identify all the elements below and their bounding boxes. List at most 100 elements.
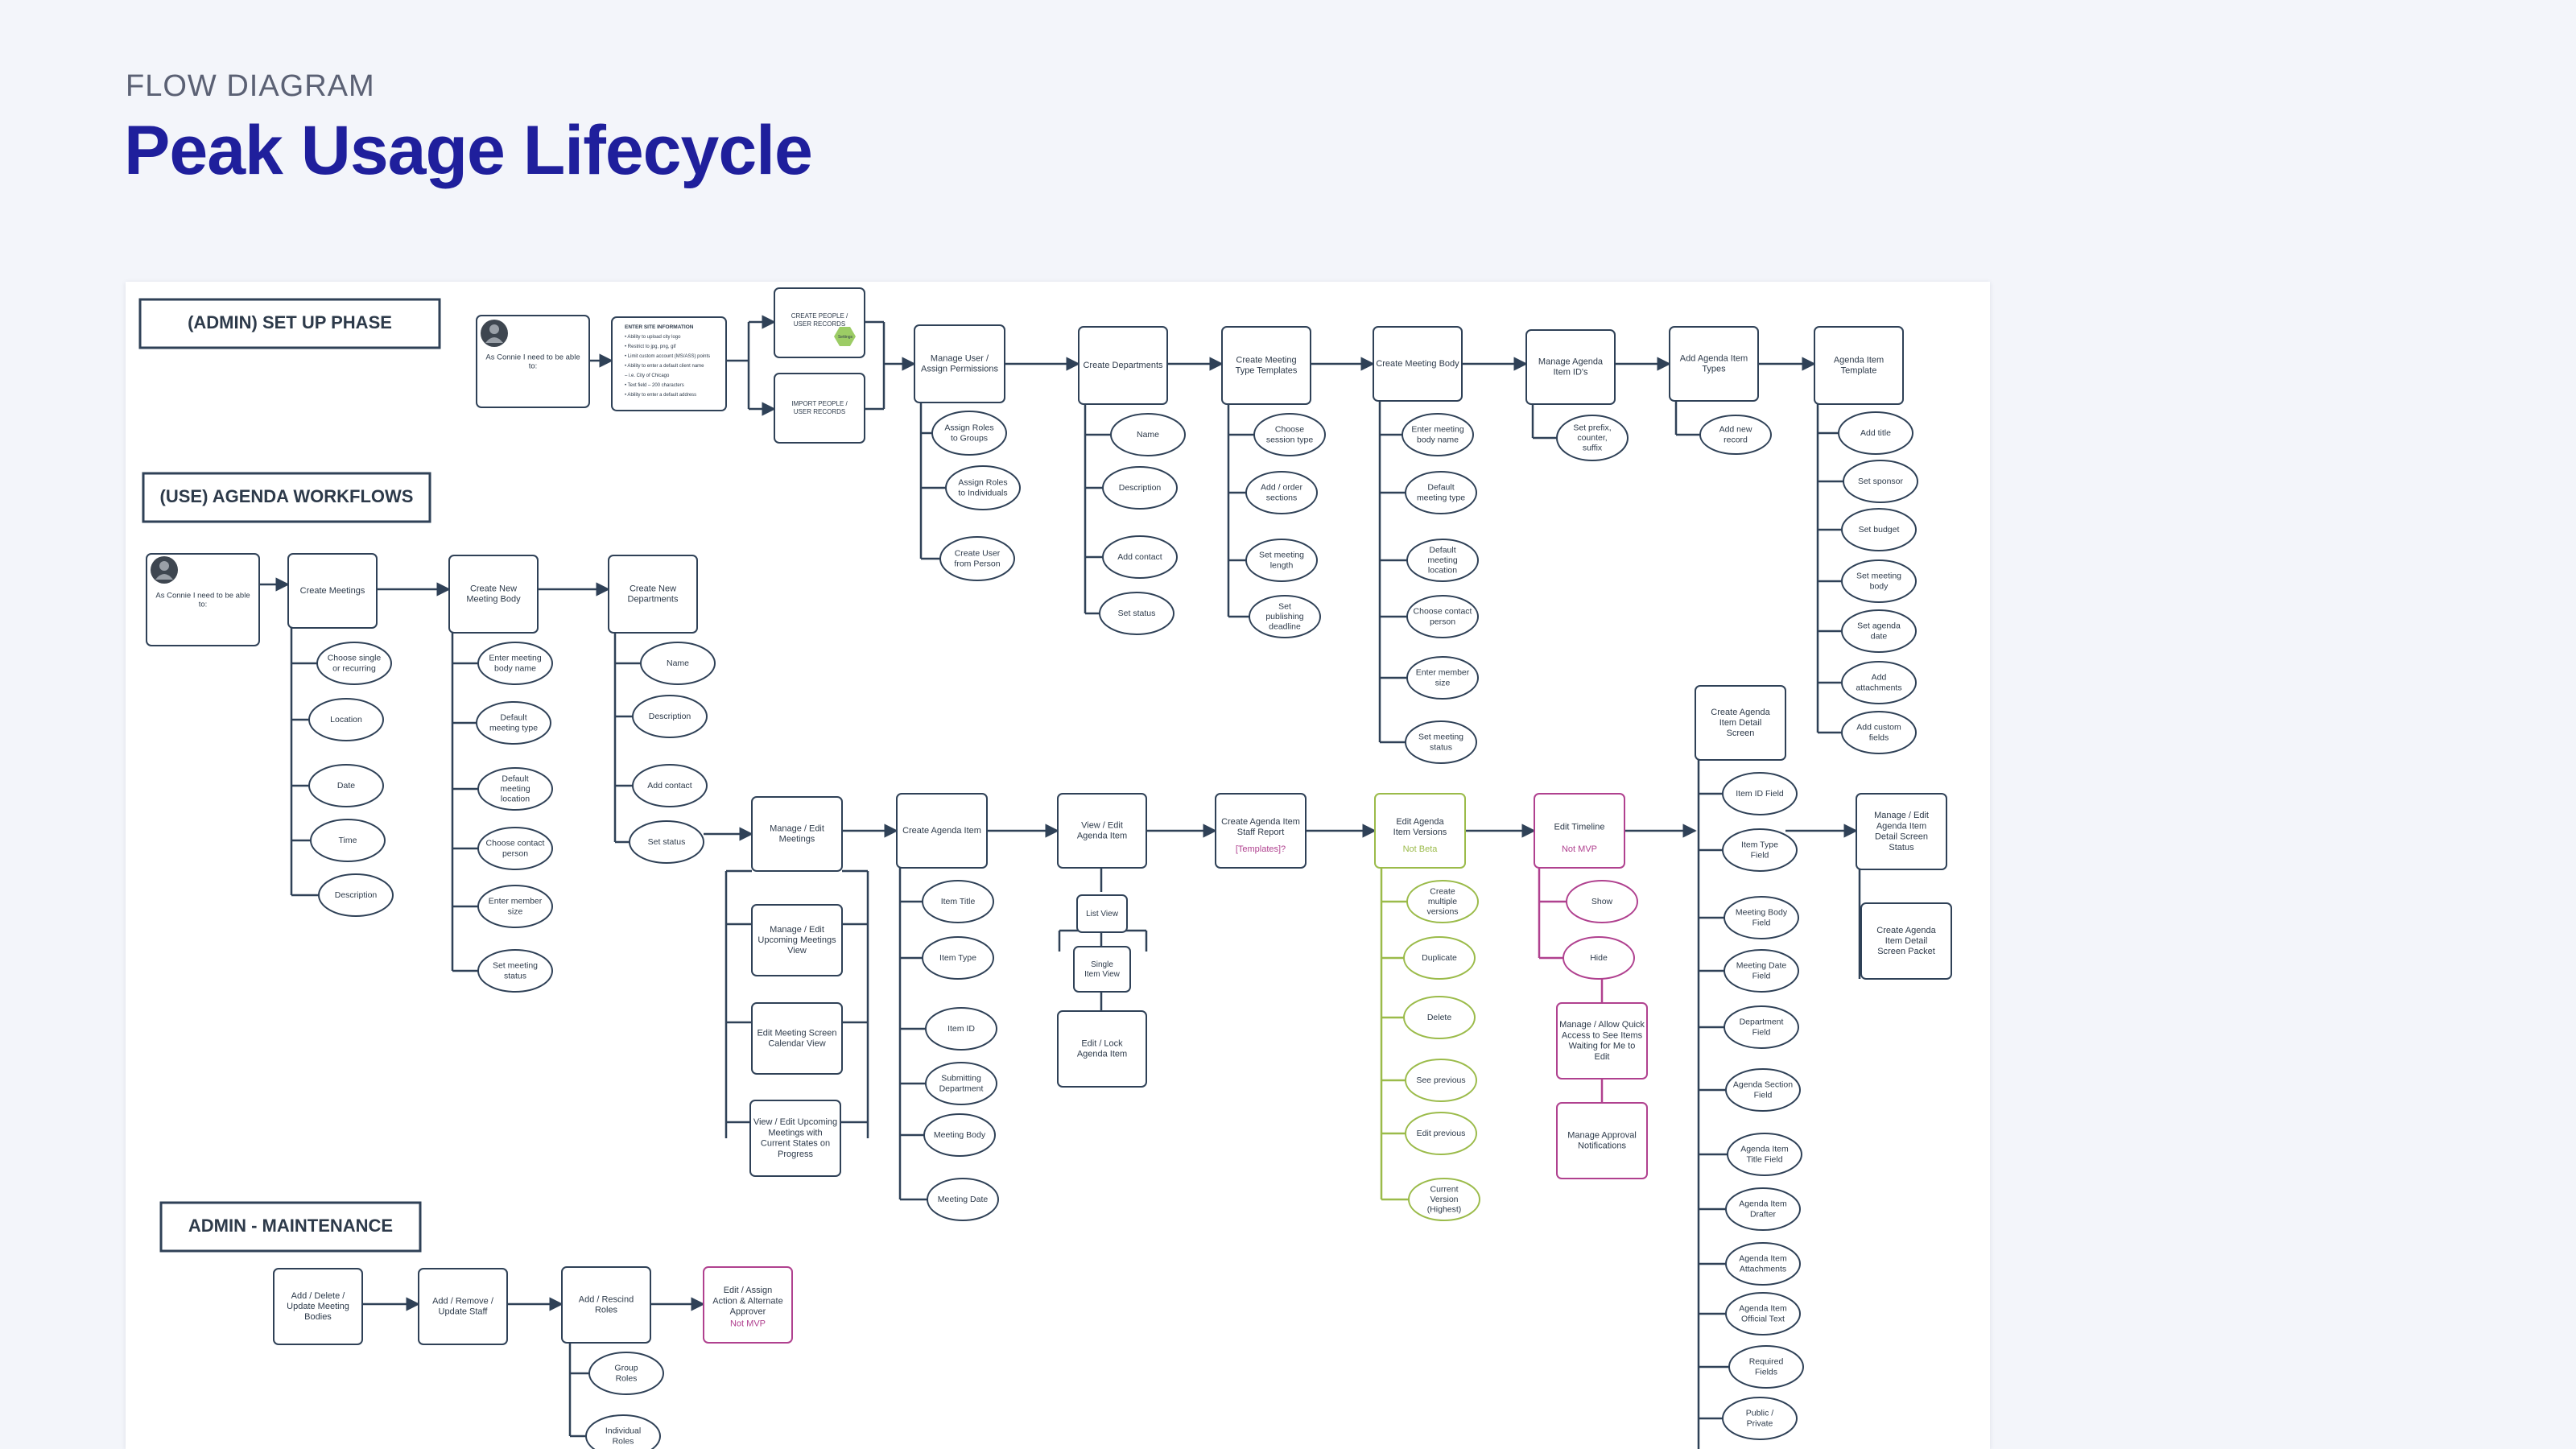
list-view[interactable]: List View [1076,894,1128,933]
template-option-2[interactable]: Set budget [1841,508,1917,551]
template-option-0[interactable]: Add title [1838,411,1913,455]
new-department-option-2[interactable]: Add contact [632,764,708,807]
agenda-item-field-4[interactable]: Meeting Body [923,1113,996,1157]
meeting-option-3[interactable]: Time [310,819,386,862]
agenda-item-field-1[interactable]: Item Type [922,936,994,980]
agenda-item-field-0[interactable]: Item Title [922,880,994,923]
site-info-card[interactable]: ENTER SITE INFORMATION• Ability to uploa… [611,316,727,411]
new-department-option-1[interactable]: Description [632,695,708,738]
department-option-3[interactable]: Set status [1099,592,1174,635]
create-people-records[interactable]: CREATE PEOPLE /USER RECORDS [774,287,865,358]
department-option-2[interactable]: Add contact [1102,535,1178,579]
new-department-option-3[interactable]: Set status [629,820,704,864]
create-departments[interactable]: Create Departments [1078,326,1168,405]
department-option-0[interactable]: Name [1110,413,1186,456]
manage-user-permissions[interactable]: Manage User /Assign Permissions [914,324,1005,403]
agenda-item-field-2[interactable]: Item ID [925,1007,997,1051]
timeline-option-0[interactable]: Show [1566,880,1638,923]
create-meetings[interactable]: Create Meetings [287,553,378,629]
meeting-option-2[interactable]: Date [308,764,384,807]
version-option-4[interactable]: Edit previous [1405,1112,1477,1155]
template-option-1[interactable]: Set sponsor [1843,460,1918,503]
meeting-option-4[interactable]: Description [318,873,394,917]
detail-field-0[interactable]: Item ID Field [1722,772,1798,815]
meeting-option-1[interactable]: Location [308,698,384,741]
create-meeting-body[interactable]: Create Meeting Body [1373,326,1463,402]
timeline-option-1[interactable]: Hide [1563,936,1635,980]
create-agenda-item[interactable]: Create Agenda Item [896,793,988,869]
maint-staff[interactable]: Add / Remove /Update Staff [418,1268,508,1345]
version-option-1[interactable]: Duplicate [1403,936,1476,980]
agenda-id-option-0[interactable]: Set prefix,counter,suffix [1556,415,1629,461]
import-people-records[interactable]: IMPORT PEOPLE /USER RECORDS [774,373,865,444]
agenda-item-field-5[interactable]: Meeting Date [927,1178,999,1221]
department-option-1[interactable]: Description [1102,466,1178,510]
new-department-option-0[interactable]: Name [640,642,716,685]
version-option-2[interactable]: Delete [1403,996,1476,1039]
version-option-3[interactable]: See previous [1405,1059,1477,1102]
detail-field-11[interactable]: Public /Private [1722,1397,1798,1440]
